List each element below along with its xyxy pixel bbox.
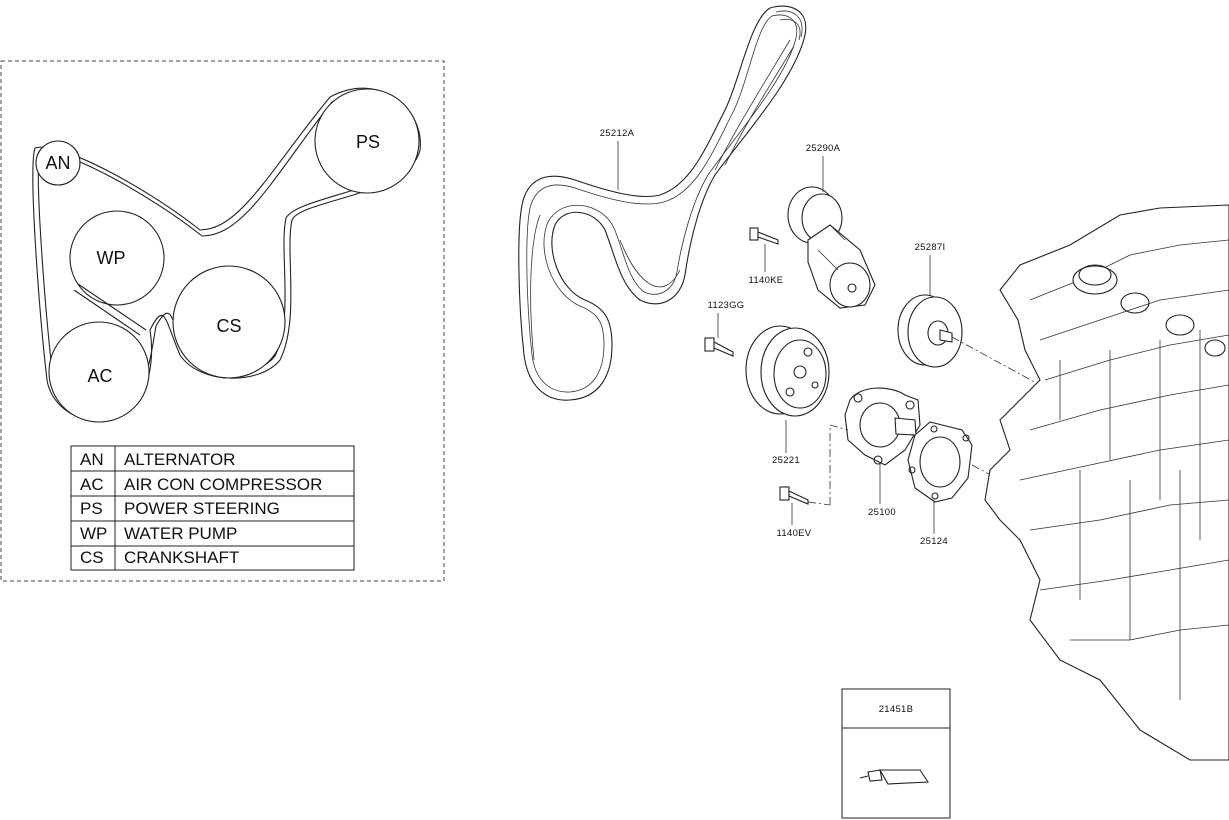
assembly-lines (807, 336, 1041, 506)
part-number: 25100 (868, 507, 896, 518)
legend-name: ALTERNATOR (124, 450, 235, 469)
bolt-1123gg (704, 337, 734, 357)
engine-block-illustration (984, 204, 1229, 761)
drive-belt-illustration (518, 5, 807, 401)
pulley-ps (314, 88, 420, 194)
pulley-label: AC (87, 366, 112, 386)
part-number: 25287I (915, 242, 946, 253)
idler-pulley-illustration (897, 294, 963, 368)
pulley-cs (172, 265, 286, 379)
legend-name: AIR CON COMPRESSOR (124, 475, 322, 494)
legend-code: WP (80, 524, 107, 543)
pulley-label: CS (216, 316, 241, 336)
part-number: 1140EV (777, 528, 812, 539)
inset-frame (0, 60, 445, 582)
callouts: 25212A 25290A 25287I 1140KE 1123GG 25221… (600, 128, 948, 547)
legend-code: AC (80, 475, 104, 494)
part-number: 25290A (806, 143, 841, 154)
tensioner-illustration (787, 186, 876, 309)
pulley-label: AN (45, 153, 70, 173)
bolt-1140ke (749, 227, 779, 245)
pulley-label: PS (356, 132, 380, 152)
pulley-an (35, 140, 81, 186)
part-number: 25124 (920, 536, 948, 547)
pulley-wp (69, 210, 165, 306)
part-number: 21451B (879, 704, 914, 715)
part-number: 25212A (600, 128, 635, 139)
bolt-1140ev (779, 486, 809, 505)
sealant-box: 21451B (841, 688, 951, 819)
legend-table: AN ALTERNATOR AC AIR CON COMPRESSOR PS P… (70, 445, 355, 571)
water-pump-pulley-illustration (745, 325, 830, 417)
part-number: 1140KE (749, 275, 784, 286)
part-number: 25221 (772, 455, 800, 466)
belt-routing-inset: AN WP PS CS AC AN ALTERNATOR AC AIR CON … (0, 60, 445, 582)
legend-code: CS (80, 548, 104, 567)
part-number: 1123GG (707, 300, 744, 311)
legend-name: POWER STEERING (124, 499, 280, 518)
legend-code: AN (80, 450, 104, 469)
pulley-label: WP (97, 248, 126, 268)
water-pump-illustration (844, 387, 921, 466)
legend-code: PS (80, 499, 103, 518)
gasket-illustration (907, 421, 973, 503)
sealant-tube-icon (859, 769, 929, 785)
pulley-ac (48, 321, 150, 423)
legend-name: WATER PUMP (124, 524, 237, 543)
legend-name: CRANKSHAFT (124, 548, 239, 567)
